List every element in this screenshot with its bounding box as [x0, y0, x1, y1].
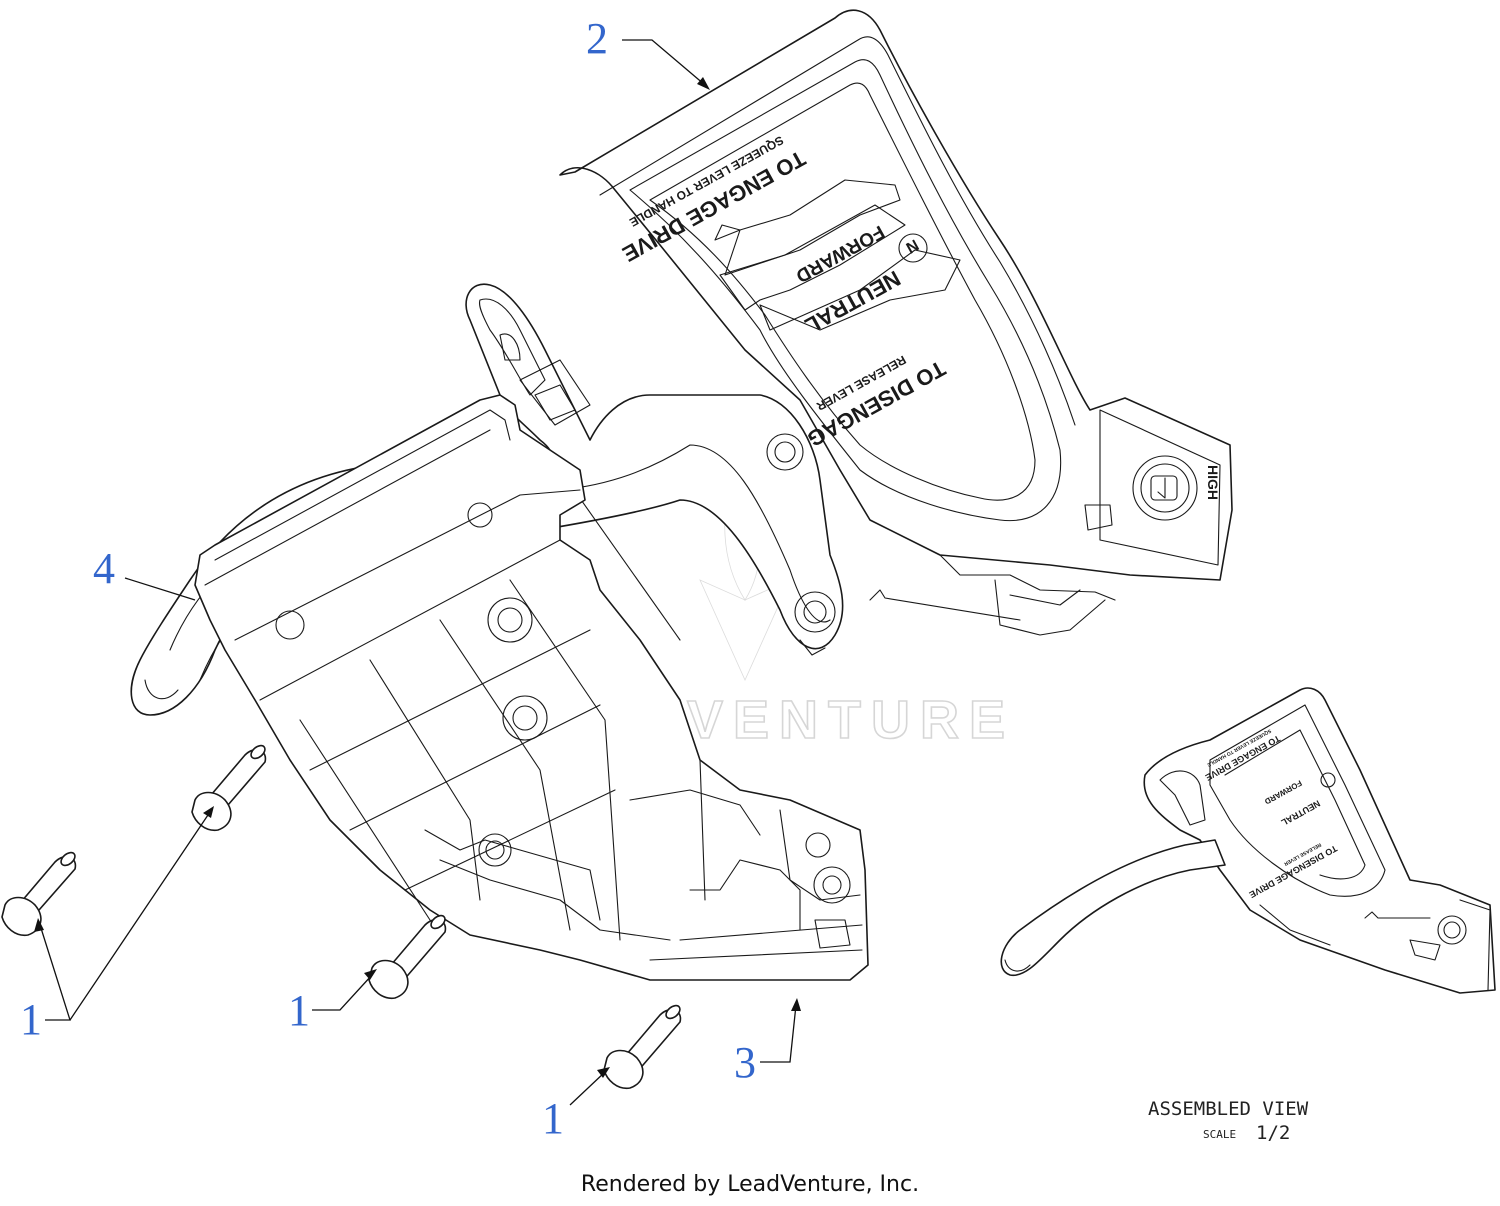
- part-2-control-cover: TO ENGAGE DRIVE SQUEEZE LEVER TO HANDLE …: [559, 9, 1233, 636]
- screw-a: [191, 744, 267, 832]
- part-1-screws: [1, 744, 682, 1090]
- callout-1c: 1: [542, 1094, 564, 1143]
- screw-b: [1, 851, 77, 937]
- screw-c: [368, 914, 447, 1000]
- leader-3: [760, 1004, 797, 1063]
- assembled-view-scale-label: SCALE: [1203, 1128, 1236, 1141]
- screw-d: [603, 1004, 682, 1090]
- callout-2: 2: [586, 14, 608, 63]
- rendered-by-footer: Rendered by LeadVenture, Inc.: [580, 1172, 920, 1197]
- leader-1a: [39, 924, 71, 1021]
- assembled-view-title: ASSEMBLED VIEW: [1148, 1098, 1309, 1120]
- callout-4: 4: [93, 544, 115, 593]
- leader-1b: [312, 974, 373, 1011]
- part-3-lower-housing: [194, 394, 869, 981]
- callout-3: 3: [734, 1038, 756, 1087]
- leader-1a2: [69, 811, 211, 1021]
- assembled-view-scale-value: 1/2: [1256, 1122, 1290, 1144]
- callout-1b: 1: [288, 986, 310, 1035]
- callouts: 2 4 1 1 1 3: [20, 14, 756, 1143]
- assembled-view-label: ASSEMBLED VIEW SCALE 1/2: [1148, 1098, 1309, 1144]
- leader-2: [622, 39, 706, 86]
- assembled-view-drawing: TO ENGAGE DRIVE SQUEEZE LEVER TO HANDLE …: [1000, 687, 1496, 994]
- callout-1a: 1: [20, 995, 42, 1044]
- decal-brand: HIGH: [1205, 465, 1221, 500]
- leader-1c: [569, 1071, 606, 1106]
- leader-lines: [34, 39, 801, 1106]
- leader-4: [124, 577, 196, 601]
